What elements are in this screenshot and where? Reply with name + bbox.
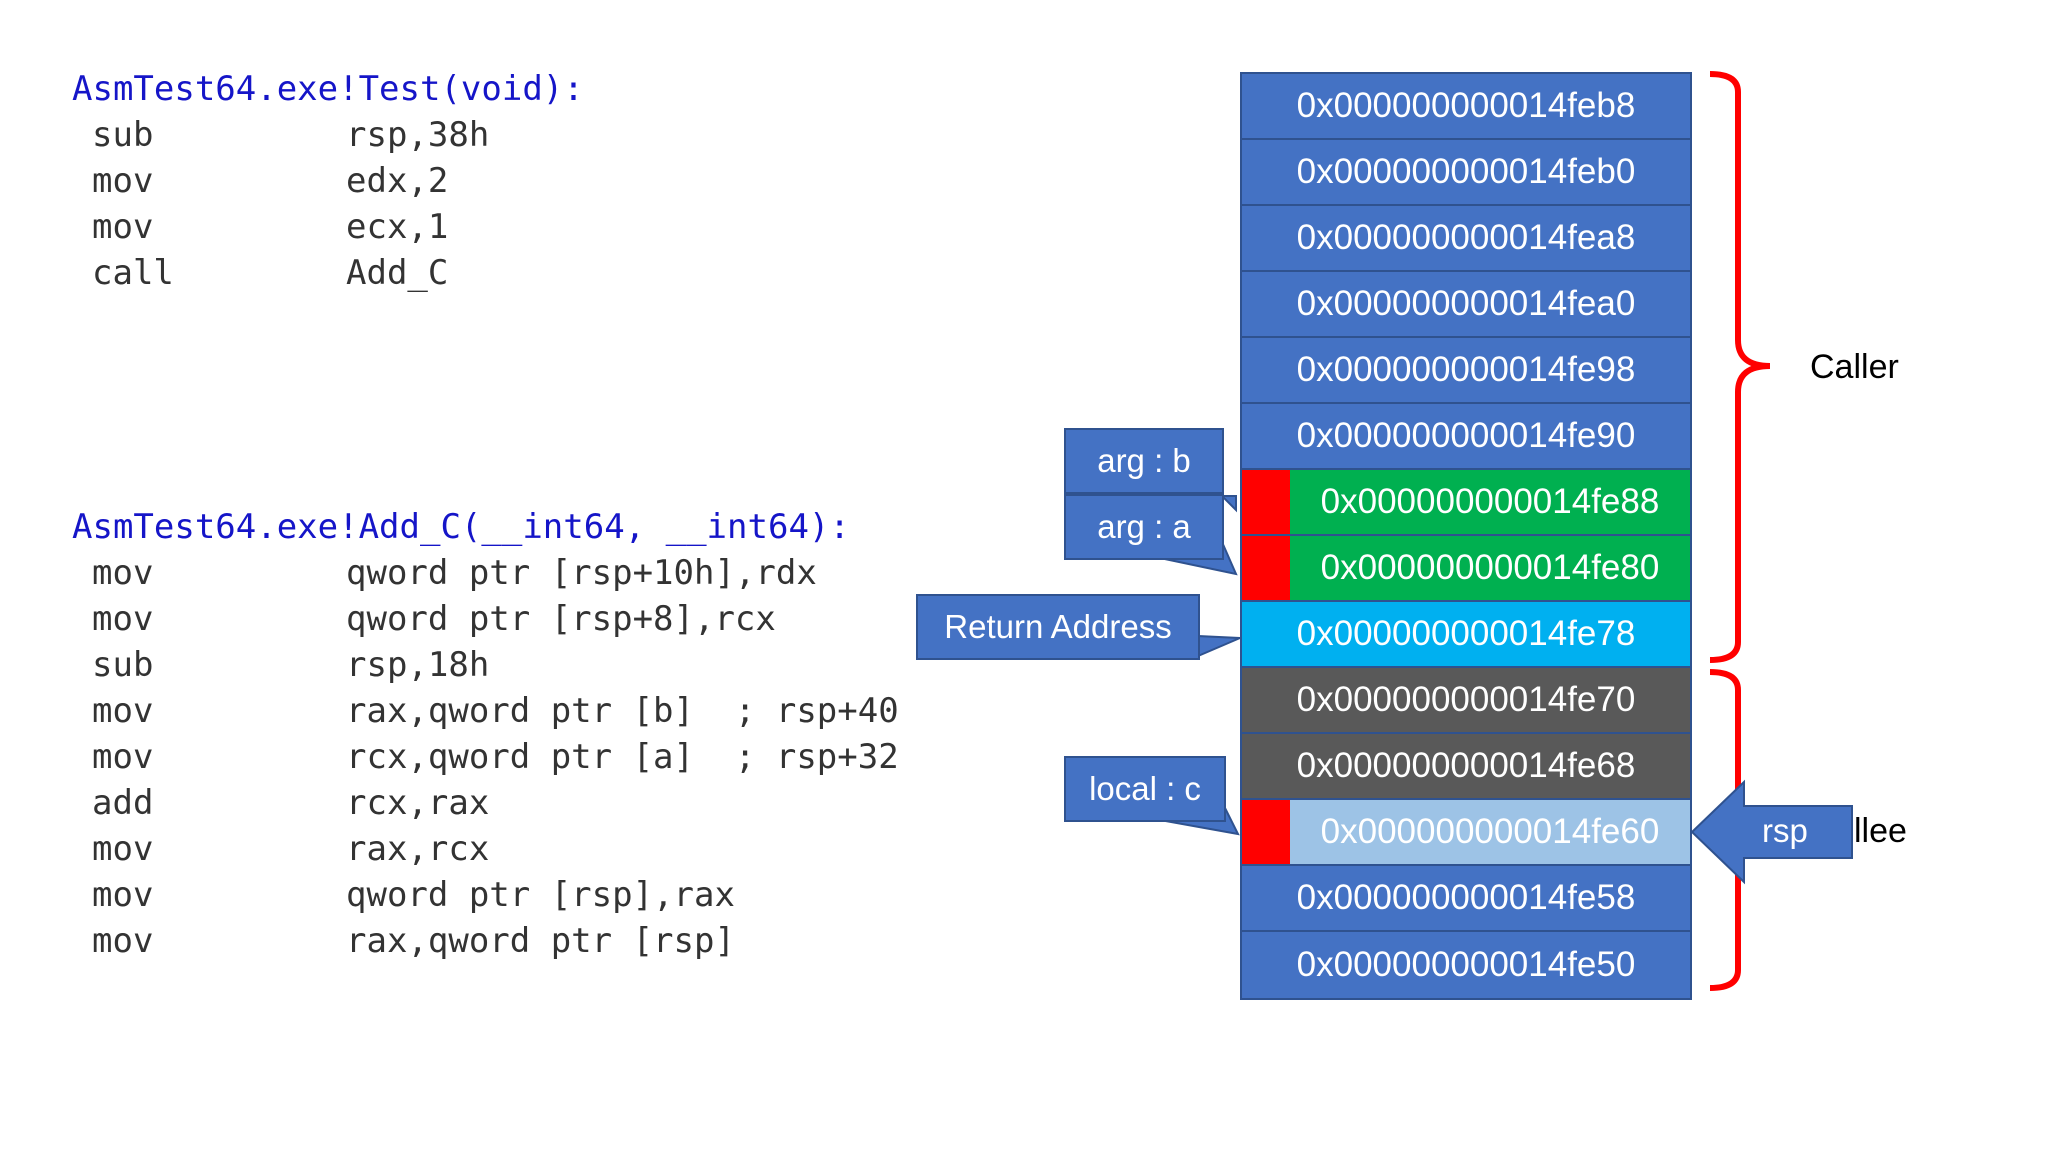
code-line: mov qword ptr [rsp+10h],rdx <box>72 550 899 596</box>
code-line: mov rax,qword ptr [b] ; rsp+40 <box>72 688 899 734</box>
operand: Add_C <box>346 253 449 293</box>
opcode: sub <box>92 115 154 155</box>
code-line: sub rsp,18h <box>72 642 899 688</box>
stack-cell: 0x000000000014fea0 <box>1242 272 1690 338</box>
stack-cell: 0x000000000014fe50 <box>1242 932 1690 998</box>
stack-diagram: 0x000000000014feb8 0x000000000014feb0 0x… <box>1240 72 1692 1000</box>
stack-cell: 0x000000000014fea8 <box>1242 206 1690 272</box>
stack-cell: 0x000000000014fe98 <box>1242 338 1690 404</box>
operand: edx,2 <box>346 161 449 201</box>
stack-cell: 0x000000000014fe80 <box>1242 536 1690 602</box>
operand: rsp,18h <box>346 645 490 685</box>
stack-cell: 0x000000000014fe58 <box>1242 866 1690 932</box>
stack-cell: 0x000000000014fe60 <box>1242 800 1690 866</box>
caller-label: Caller <box>1810 348 1899 386</box>
code-line: mov edx,2 <box>72 158 584 204</box>
stack-cell-address: 0x000000000014fe80 <box>1320 548 1660 587</box>
stack-cell: 0x000000000014fe88 <box>1242 470 1690 536</box>
stack-cell: 0x000000000014fe90 <box>1242 404 1690 470</box>
add-c-function-block: AsmTest64.exe!Add_C(__int64, __int64): m… <box>72 504 899 964</box>
stack-cell-address: 0x000000000014fe70 <box>1296 680 1636 719</box>
opcode: add <box>92 783 154 823</box>
stack-cell-address: 0x000000000014fe88 <box>1320 482 1660 521</box>
callout-label: arg : a <box>1097 508 1191 545</box>
code-line: mov qword ptr [rsp],rax <box>72 872 899 918</box>
opcode: mov <box>92 599 154 639</box>
callout-label: local : c <box>1089 770 1201 807</box>
test-function-block: AsmTest64.exe!Test(void): sub rsp,38h mov… <box>72 66 584 296</box>
operand: qword ptr [rsp],rax <box>346 875 735 915</box>
stack-cell-address: 0x000000000014fe60 <box>1320 812 1660 851</box>
stack-cell-address: 0x000000000014fe90 <box>1296 416 1636 455</box>
rsp-arrow <box>1690 779 1853 885</box>
operand: qword ptr [rsp+8],rcx <box>346 599 776 639</box>
callout-label: arg : b <box>1097 442 1191 479</box>
operand: rcx,qword ptr [a] ; rsp+32 <box>346 737 899 777</box>
stack-cell-marker <box>1242 536 1290 600</box>
opcode: mov <box>92 161 154 201</box>
return-address-pointer <box>1197 620 1241 658</box>
operand: qword ptr [rsp+10h],rdx <box>346 553 817 593</box>
code-line: mov rax,rcx <box>72 826 899 872</box>
operand: rax,qword ptr [rsp] <box>346 921 735 961</box>
stack-cell-address: 0x000000000014fe68 <box>1296 746 1636 785</box>
operand: rsp,38h <box>346 115 490 155</box>
stack-cell: 0x000000000014fe78 <box>1242 602 1690 668</box>
arg-a-callout: arg : a <box>1064 494 1224 560</box>
opcode: mov <box>92 737 154 777</box>
code-line: call Add_C <box>72 250 584 296</box>
opcode: call <box>92 253 174 293</box>
callout-label: Return Address <box>944 608 1172 645</box>
stack-cell: 0x000000000014fe68 <box>1242 734 1690 800</box>
stack-cell-address: 0x000000000014feb0 <box>1296 152 1636 191</box>
arg-b-pointer <box>1219 495 1237 513</box>
opcode: mov <box>92 875 154 915</box>
stack-cell-address: 0x000000000014fea0 <box>1296 284 1636 323</box>
function-title: AsmTest64.exe!Test(void): <box>72 69 584 109</box>
code-line: mov qword ptr [rsp+8],rcx <box>72 596 899 642</box>
stack-cell-address: 0x000000000014fe58 <box>1296 878 1636 917</box>
callee-label: llee <box>1854 812 1907 850</box>
stack-cell-marker <box>1242 470 1290 534</box>
stack-cell: 0x000000000014feb8 <box>1242 74 1690 140</box>
stack-cell-address: 0x000000000014fea8 <box>1296 218 1636 257</box>
opcode: mov <box>92 829 154 869</box>
return-address-callout: Return Address <box>916 594 1200 660</box>
opcode: mov <box>92 921 154 961</box>
stack-cell-marker <box>1242 800 1290 864</box>
operand: rax,rcx <box>346 829 490 869</box>
caller-brace <box>1709 71 1771 663</box>
opcode: mov <box>92 691 154 731</box>
opcode: sub <box>92 645 154 685</box>
stack-cell-address: 0x000000000014feb8 <box>1296 86 1636 125</box>
stack-cell-address: 0x000000000014fe98 <box>1296 350 1636 389</box>
code-line: mov rax,qword ptr [rsp] <box>72 918 899 964</box>
opcode: mov <box>92 553 154 593</box>
code-line: sub rsp,38h <box>72 112 584 158</box>
code-line: mov ecx,1 <box>72 204 584 250</box>
local-c-callout: local : c <box>1064 756 1226 822</box>
stack-cell: 0x000000000014fe70 <box>1242 668 1690 734</box>
arg-b-callout: arg : b <box>1064 428 1224 494</box>
code-line: mov rcx,qword ptr [a] ; rsp+32 <box>72 734 899 780</box>
operand: rcx,rax <box>346 783 490 823</box>
operand: rax,qword ptr [b] ; rsp+40 <box>346 691 899 731</box>
stack-cell-address: 0x000000000014fe78 <box>1296 614 1636 653</box>
rsp-label: rsp <box>1762 812 1808 849</box>
opcode: mov <box>92 207 154 247</box>
operand: ecx,1 <box>346 207 449 247</box>
stack-cell-address: 0x000000000014fe50 <box>1296 945 1636 984</box>
code-line: add rcx,rax <box>72 780 899 826</box>
function-title: AsmTest64.exe!Add_C(__int64, __int64): <box>72 507 850 547</box>
stack-cell: 0x000000000014feb0 <box>1242 140 1690 206</box>
